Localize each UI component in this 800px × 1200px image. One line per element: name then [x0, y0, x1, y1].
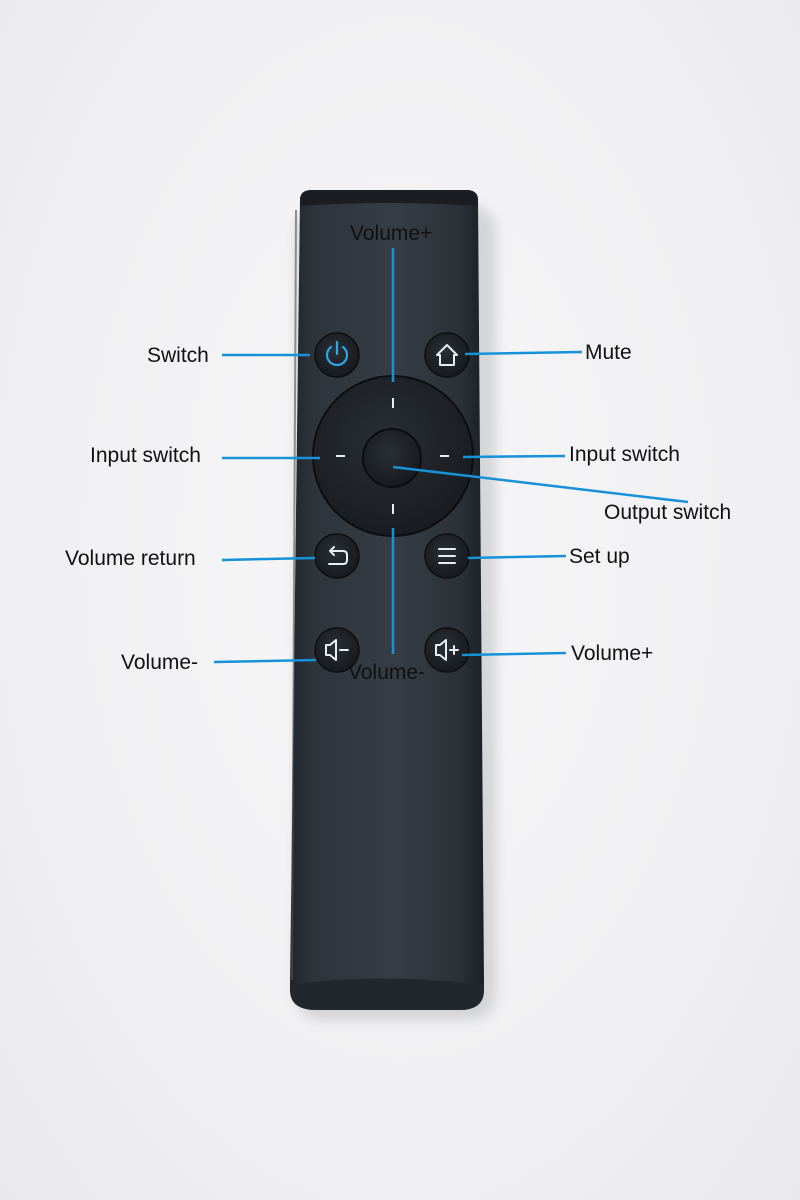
- label-switch: Switch: [147, 344, 209, 367]
- label-output-switch: Output switch: [604, 501, 732, 524]
- menu-button[interactable]: [424, 533, 470, 579]
- back-button[interactable]: [314, 533, 360, 579]
- ok-button[interactable]: [362, 428, 422, 488]
- leader-volume-plus-right: [461, 651, 567, 657]
- menu-icon: [438, 548, 456, 564]
- label-volume-minus-left: Volume-: [121, 651, 199, 674]
- back-arrow-icon: [328, 546, 348, 565]
- remote-body: [290, 190, 484, 1010]
- label-volume-return: Volume return: [65, 547, 196, 570]
- leader-lines: [213, 248, 689, 664]
- leader-mute: [464, 350, 583, 356]
- label-set-up: Set up: [569, 545, 630, 568]
- home-icon: [436, 344, 458, 366]
- mute-button[interactable]: [424, 332, 470, 378]
- leader-set-up: [467, 554, 567, 560]
- volume-up-button[interactable]: [424, 627, 470, 673]
- label-volume-plus-right: Volume+: [571, 642, 654, 665]
- label-input-switch-right: Input switch: [569, 443, 680, 466]
- label-mute: Mute: [585, 341, 632, 364]
- label-volume-minus-center: Volume-: [348, 661, 426, 684]
- power-button[interactable]: [314, 332, 360, 378]
- leader-output-switch: [392, 465, 689, 504]
- power-icon: [325, 340, 349, 367]
- leader-input-switch-right: [462, 454, 566, 459]
- leader-volume-return: [221, 556, 316, 562]
- volume-up-icon: [435, 639, 459, 661]
- label-volume-plus-top: Volume+: [350, 222, 433, 245]
- leader-volume-minus-left: [213, 658, 317, 664]
- volume-down-icon: [325, 639, 349, 661]
- volume-down-button[interactable]: [314, 627, 360, 673]
- d-pad[interactable]: [312, 375, 474, 537]
- label-input-switch-left: Input switch: [90, 444, 201, 467]
